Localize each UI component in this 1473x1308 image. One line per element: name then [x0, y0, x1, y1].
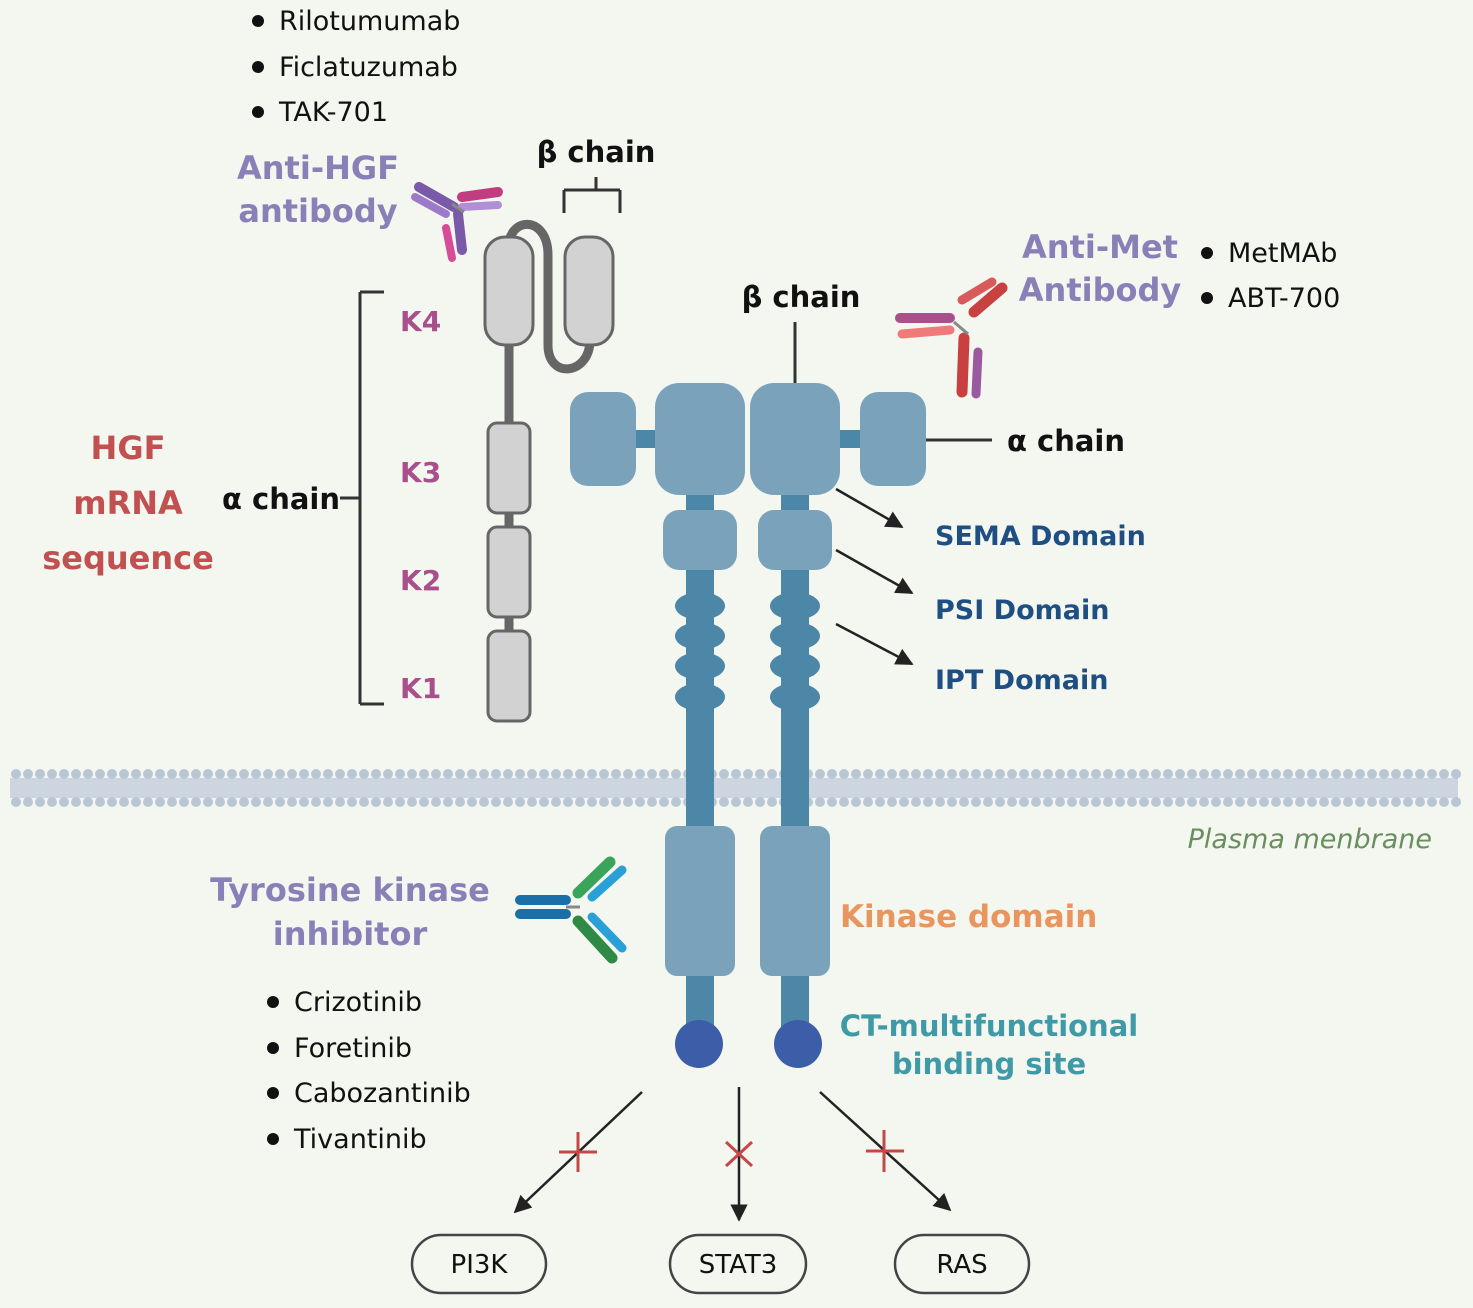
kringle-k3: K3 — [400, 456, 441, 489]
bullet-icon — [267, 1133, 279, 1145]
membrane-label: Plasma menbrane — [1188, 824, 1432, 855]
ct-site-label-1: CT-multifunctional — [840, 1009, 1138, 1043]
pathway-pi3k: PI3K — [410, 1233, 548, 1295]
pathway-stat3: STAT3 — [668, 1233, 808, 1295]
met-kinase-right — [760, 826, 830, 976]
hgf-alpha-chain-label: α chain — [222, 482, 340, 516]
anti-met-drug-list: MetMAb ABT-700 — [1201, 238, 1340, 314]
hgf-label-1: HGF — [91, 429, 166, 467]
plasma-membrane — [10, 769, 1461, 807]
hgf-domain-k2 — [486, 525, 532, 619]
bullet-icon — [252, 106, 264, 118]
block-mark-ras — [866, 1130, 904, 1172]
anti-hgf-drug-list: Rilotumumab Ficlatuzumab TAK-701 — [252, 6, 460, 128]
met-psi-left — [663, 510, 737, 570]
bullet-icon — [252, 61, 264, 73]
psi-domain-label: PSI Domain — [935, 595, 1109, 626]
anti-met-antibody-icon — [895, 277, 1008, 399]
met-alpha-chain-label: α chain — [1007, 424, 1125, 458]
bullet-icon — [267, 1087, 279, 1099]
anti-hgf-antibody-icon — [411, 182, 503, 262]
drug-ficlatuzumab: Ficlatuzumab — [279, 52, 458, 83]
hgf-beta-chain-label: β chain — [537, 135, 656, 169]
bullet-icon — [252, 15, 264, 27]
hgf-domain-k3 — [486, 421, 532, 515]
kringle-k2: K2 — [400, 564, 441, 597]
met-ct-site-left — [675, 1020, 723, 1068]
hgf-alpha-bracket — [340, 290, 384, 706]
met-ct-site-right — [774, 1020, 822, 1068]
met-sema-left — [655, 383, 745, 495]
pathway-pi3k-label: PI3K — [451, 1250, 509, 1280]
met-psi-right — [758, 510, 832, 570]
drug-metmab: MetMAb — [1228, 238, 1337, 269]
pathway-ras: RAS — [893, 1233, 1031, 1295]
anti-hgf-title-1: Anti-HGF — [237, 149, 399, 187]
met-alpha-right — [860, 392, 926, 486]
drug-tivantinib: Tivantinib — [293, 1124, 427, 1155]
pathway-stat3-label: STAT3 — [699, 1250, 778, 1280]
bullet-icon — [267, 996, 279, 1008]
anti-hgf-title-2: antibody — [238, 192, 397, 230]
anti-met-title-1: Anti-Met — [1022, 228, 1178, 266]
membrane-lipid-heads — [11, 769, 1461, 807]
tki-antibody-icon — [515, 856, 627, 964]
sema-domain-label: SEMA Domain — [935, 521, 1146, 552]
drug-foretinib: Foretinib — [294, 1033, 412, 1064]
tki-title-1: Tyrosine kinase — [210, 871, 490, 909]
anti-met-title-2: Antibody — [1019, 271, 1182, 309]
hgf-beta-bracket — [562, 177, 622, 213]
drug-crizotinib: Crizotinib — [294, 987, 422, 1018]
met-kinase-left — [665, 826, 735, 976]
met-ipt-left — [675, 592, 725, 711]
bullet-icon — [1201, 247, 1213, 259]
kringle-k1: K1 — [400, 672, 441, 705]
met-sema-right — [750, 383, 840, 495]
met-alpha-left — [570, 392, 636, 486]
ct-site-label-2: binding site — [892, 1047, 1086, 1081]
bullet-icon — [1201, 292, 1213, 304]
hgf-domain-k1 — [486, 629, 532, 723]
met-ipt-right — [770, 592, 820, 711]
tki-drug-list: Crizotinib Foretinib Cabozantinib Tivant… — [267, 987, 471, 1155]
hgf-label-3: sequence — [42, 539, 214, 577]
met-receptor — [570, 383, 926, 1068]
pathway-ras-label: RAS — [936, 1250, 987, 1280]
bullet-icon — [267, 1042, 279, 1054]
tki-title-2: inhibitor — [273, 915, 428, 953]
drug-cabozantinib: Cabozantinib — [294, 1078, 471, 1109]
drug-rilotumumab: Rilotumumab — [279, 6, 460, 37]
block-mark-pi3k — [559, 1132, 597, 1172]
hgf-domain-k4 — [483, 235, 535, 347]
hgf-beta-domain — [563, 235, 615, 347]
drug-abt-700: ABT-700 — [1228, 283, 1340, 314]
ipt-domain-label: IPT Domain — [935, 665, 1108, 696]
kringle-k4: K4 — [400, 305, 441, 338]
hgf-molecule — [483, 219, 615, 723]
kinase-domain-label: Kinase domain — [840, 899, 1097, 935]
drug-tak-701: TAK-701 — [278, 97, 388, 128]
met-beta-chain-label: β chain — [742, 280, 861, 314]
hgf-label-2: mRNA — [73, 484, 183, 522]
block-mark-stat3 — [724, 1140, 754, 1168]
